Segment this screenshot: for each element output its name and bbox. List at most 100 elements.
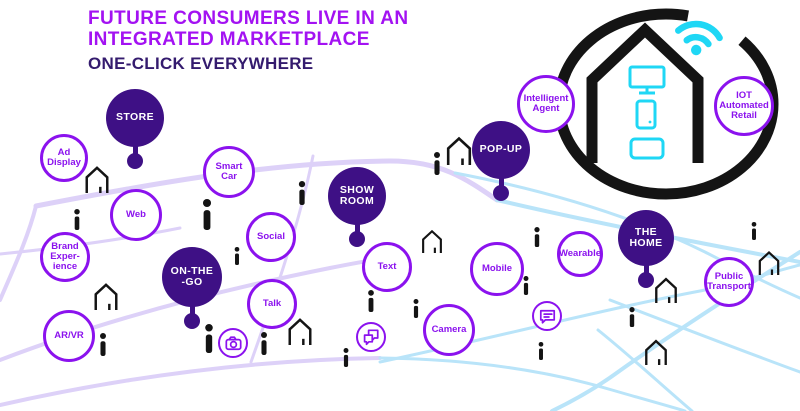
person-icon [261,332,267,355]
person-icon [234,247,240,265]
road-line [249,154,315,364]
pin-ball [493,185,509,201]
house-icon [288,318,312,346]
message-marker [532,301,562,331]
house-icon [758,250,780,276]
node-label-line: POP-UP [479,143,523,156]
node-label-line: ON-THE [170,264,214,277]
node-mobile: Mobile [470,242,524,296]
node-label-line: Web [126,209,146,220]
node-label-line: Smart [215,161,243,172]
node-label-line: Mobile [481,263,513,274]
node-label-line: THE [634,225,658,238]
header: FUTURE CONSUMERS LIVE IN AN INTEGRATED M… [88,8,408,73]
title-line-1: FUTURE CONSUMERS LIVE IN AN [88,8,409,29]
node-label-line: IOT [736,90,752,101]
pin-stem [498,174,504,193]
house-icon [446,136,472,165]
person-icon [538,342,544,360]
message-bubble-icon [539,309,555,324]
page-title: FUTURE CONSUMERS LIVE IN AN INTEGRATED M… [88,8,408,50]
person-icon [343,348,349,367]
node-label-line: Ad [57,147,71,158]
house-icon [422,229,442,254]
laptop-icon [629,137,665,160]
monitor-icon [628,65,666,95]
node-ar-vr: AR/VR [43,310,95,362]
node-label-line: Intelligent [523,93,569,104]
road-line [596,328,694,411]
pin-stem [189,302,195,321]
pin-stem [354,220,360,239]
node-camera: Camera [423,304,475,356]
node-label-line: Transport [707,281,751,292]
node-pop-up: POP-UP [472,121,530,179]
home-house-icon [586,22,704,163]
road-line [608,298,800,374]
person-icon [100,333,106,356]
road-line [33,158,500,209]
title-line-2: INTEGRATED MARKETPLACE [88,29,370,50]
house-icon [85,166,109,193]
node-store: STORE [106,89,164,147]
node-talk: Talk [247,279,297,329]
road-line [0,356,382,407]
person-icon [523,276,529,295]
node-label-line: Brand [51,241,79,252]
house-icon [94,283,118,311]
pin-stem [132,142,138,161]
person-icon [205,324,213,353]
node-label-line: Display [47,157,81,168]
pin-ball [349,231,365,247]
person-icon [298,181,306,205]
pin-stem [643,261,649,280]
node-label-line: Agent [532,103,560,114]
node-label-line: SHOW [339,183,375,196]
node-text: Text [362,242,412,292]
person-icon [202,199,212,230]
tablet-icon [635,99,657,130]
node-label-line: STORE [116,111,154,124]
camera-icon [224,335,242,350]
node-label-line: AR/VR [54,330,84,341]
node-label-line: Wearable [558,248,602,259]
pin-ball [638,272,654,288]
person-icon [74,209,80,230]
house-icon [655,277,677,303]
node-label-line: ROOM [339,195,375,207]
road-line [0,226,182,256]
node-label-line: Public [714,271,744,282]
node-label-line: Automated [719,100,769,111]
node-label-line: HOME [629,237,663,249]
chat-marker [356,322,386,352]
person-icon [534,227,540,247]
person-icon [629,307,635,327]
house-icon [645,339,667,365]
node-label-line: Text [377,261,397,272]
node-label-line: -GO [181,276,203,288]
node-web: Web [110,189,162,241]
node-label-line: Talk [262,298,282,309]
node-wearable: Wearable [557,231,603,277]
road-line [0,204,38,302]
person-icon [751,222,757,240]
road-line [378,356,687,411]
node-label-line: Car [221,171,237,182]
node-label-line: Social [257,231,285,242]
pin-ball [184,313,200,329]
road-line [453,171,800,300]
node-label-line: Exper- [50,251,80,262]
node-label-line: ience [52,261,78,272]
node-label-line: Camera [431,324,467,335]
node-social: Social [246,212,296,262]
chat-bubbles-icon [363,328,379,345]
